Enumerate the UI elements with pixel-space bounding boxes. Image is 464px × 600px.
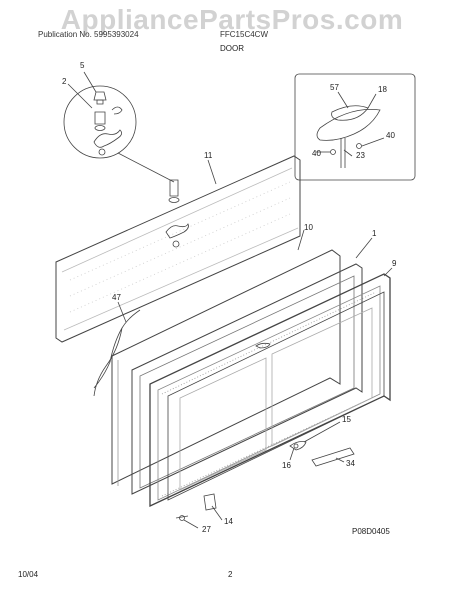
- hinge-cap-part: [93, 91, 107, 105]
- model-number: FFC15C4CW: [220, 30, 269, 39]
- panel-texture: [69, 181, 291, 313]
- hinge-stud-part: [168, 179, 180, 203]
- lower-screw: [175, 515, 189, 519]
- latch-washer-left: [330, 149, 336, 155]
- hinge-spring-part: [94, 106, 123, 131]
- latch-base-part: [316, 109, 381, 141]
- door-handle: [311, 447, 355, 467]
- callout-label: 14: [224, 517, 233, 526]
- publication-number: Publication No. 5995393024: [38, 30, 139, 39]
- callout-label: 10: [304, 223, 313, 232]
- callout-label: 18: [378, 85, 387, 94]
- footer-page-number: 2: [228, 570, 233, 579]
- handle-clip: [289, 441, 307, 451]
- outer-door-panel: [55, 155, 301, 343]
- hinge-bracket-part: [165, 223, 189, 248]
- callout-labels: 5 2 11 10 1 9 47 57 18 40 40 23 15 16 34…: [62, 61, 397, 534]
- callout-label: 23: [356, 151, 365, 160]
- lower-hinge-block: [203, 493, 217, 511]
- inner-door-panel: [167, 291, 385, 501]
- callout-label: 27: [202, 525, 211, 534]
- inner-panel-left-recess: [179, 357, 267, 491]
- watermark-text: AppliancePartsPros.com: [60, 4, 404, 35]
- callout-label: 40: [312, 149, 321, 158]
- door-wire-harness: [93, 309, 141, 397]
- callout-label: 2: [62, 77, 67, 86]
- liner-frame: [131, 263, 363, 495]
- callout-label: 57: [330, 83, 339, 92]
- callout-label: 11: [204, 151, 213, 160]
- handle-pin: [293, 443, 299, 449]
- inner-panel-right-recess: [271, 307, 373, 447]
- hinge-leader-line: [117, 152, 175, 183]
- drawing-code: P08D0405: [352, 527, 390, 536]
- latch-cover-part: [331, 105, 369, 121]
- hinge-detail-circle: [63, 85, 137, 159]
- door-liner: [111, 249, 341, 485]
- callout-label: 16: [282, 461, 291, 470]
- inner-panel-latch-slot: [255, 342, 271, 349]
- callout-label: 5: [80, 61, 85, 70]
- hinge-arm-part: [93, 129, 122, 156]
- callout-label: 40: [386, 131, 395, 140]
- gasket-ridge: [161, 291, 377, 497]
- callout-label: 47: [112, 293, 121, 302]
- callout-label: 1: [372, 229, 377, 238]
- latch-inset-box: [294, 73, 416, 181]
- callout-label: 34: [346, 459, 355, 468]
- latch-washer-right: [356, 143, 362, 149]
- callout-label: 9: [392, 259, 397, 268]
- footer-date: 10/04: [18, 570, 39, 579]
- section-title: DOOR: [220, 44, 244, 53]
- callout-label: 15: [342, 415, 351, 424]
